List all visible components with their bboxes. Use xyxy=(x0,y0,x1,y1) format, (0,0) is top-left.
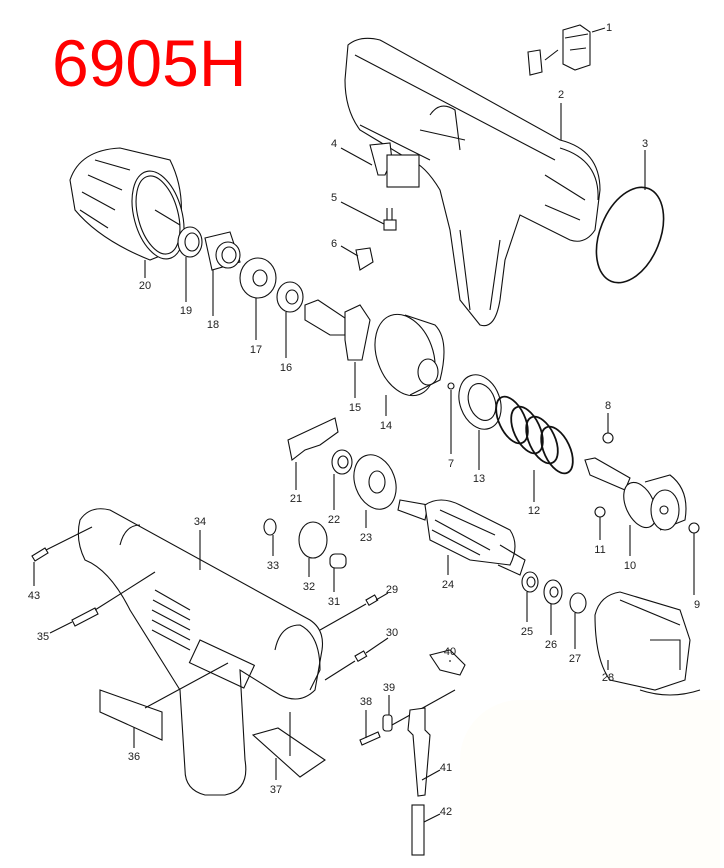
part-label: 41 xyxy=(439,762,453,774)
part-label: 5 xyxy=(330,192,338,204)
part-label: 15 xyxy=(348,402,362,414)
part-label: 8 xyxy=(604,400,612,412)
part-label: 4 xyxy=(330,138,338,150)
ball-part-7 xyxy=(447,382,455,390)
part-label: 35 xyxy=(36,631,50,643)
part-label: 10 xyxy=(623,560,637,572)
fan-part-23 xyxy=(353,454,397,528)
label-stickers-parts-36-37 xyxy=(99,662,326,780)
field-part-28 xyxy=(594,591,701,696)
part-label: 9 xyxy=(693,599,701,611)
part-label: 43 xyxy=(27,590,41,602)
part-label: 36 xyxy=(127,751,141,763)
armature-part-24 xyxy=(397,499,526,576)
part-label: 40 xyxy=(443,646,457,658)
part-label: 42 xyxy=(439,806,453,818)
part-label: 29 xyxy=(385,584,399,596)
pins-parts-29-30 xyxy=(319,592,389,681)
switch-part-1 xyxy=(527,24,606,76)
part-label: 30 xyxy=(385,627,399,639)
plate-part-21 xyxy=(287,417,339,490)
spindle-part-10 xyxy=(584,457,687,556)
part-label: 19 xyxy=(179,305,193,317)
gear-parts-31-33 xyxy=(263,518,347,592)
part-label: 21 xyxy=(289,493,303,505)
part-label: 39 xyxy=(382,682,396,694)
trigger-switch-part-4 xyxy=(340,142,420,188)
front-cover-part-20 xyxy=(69,147,185,278)
part-label: 14 xyxy=(379,420,393,432)
part-label: 13 xyxy=(472,473,486,485)
part-label: 3 xyxy=(641,138,649,150)
bearing-washers-parts-25-27 xyxy=(521,571,587,649)
part-label: 23 xyxy=(359,532,373,544)
washers-parts-16-19 xyxy=(177,226,304,358)
part-label: 31 xyxy=(327,596,341,608)
part-label: 24 xyxy=(441,579,455,591)
hammer-part-14 xyxy=(374,313,445,416)
part-label: 12 xyxy=(527,505,541,517)
part-label: 33 xyxy=(266,560,280,572)
part-label: 32 xyxy=(302,581,316,593)
ball-part-9 xyxy=(688,522,700,534)
part-label: 6 xyxy=(330,238,338,250)
part-label: 1 xyxy=(605,22,613,34)
part-label: 11 xyxy=(594,544,606,556)
part-label: 27 xyxy=(568,653,582,665)
part-label: 25 xyxy=(520,626,534,638)
model-number-title: 6905H xyxy=(52,26,247,100)
capacitor-part-5 xyxy=(340,201,397,231)
cord-parts-38-42 xyxy=(359,649,466,856)
ball-part-8 xyxy=(602,432,614,444)
spring-part-12 xyxy=(495,395,574,502)
part-label: 18 xyxy=(206,319,220,331)
screws-parts-35-43 xyxy=(31,526,156,634)
bearing-part-22 xyxy=(331,449,353,510)
part-label: 28 xyxy=(601,672,615,684)
part-label: 22 xyxy=(327,514,341,526)
part-label: 7 xyxy=(447,458,455,470)
housing-half-part-2 xyxy=(344,37,601,327)
part-label: 2 xyxy=(557,89,565,101)
part-label: 38 xyxy=(359,696,373,708)
anvil-part-15 xyxy=(304,299,371,398)
part-label: 37 xyxy=(269,784,283,796)
part-label: 17 xyxy=(249,344,263,356)
part-label: 16 xyxy=(279,362,293,374)
background-patch xyxy=(460,700,720,868)
ball-part-11 xyxy=(594,506,606,518)
reverse-switch-part-6 xyxy=(340,245,374,271)
housing-part-34 xyxy=(77,508,324,796)
part-label: 26 xyxy=(544,639,558,651)
o-ring-part-3 xyxy=(595,186,665,284)
part-label: 20 xyxy=(138,280,152,292)
washer-part-13 xyxy=(458,374,502,470)
part-label: 34 xyxy=(193,516,207,528)
